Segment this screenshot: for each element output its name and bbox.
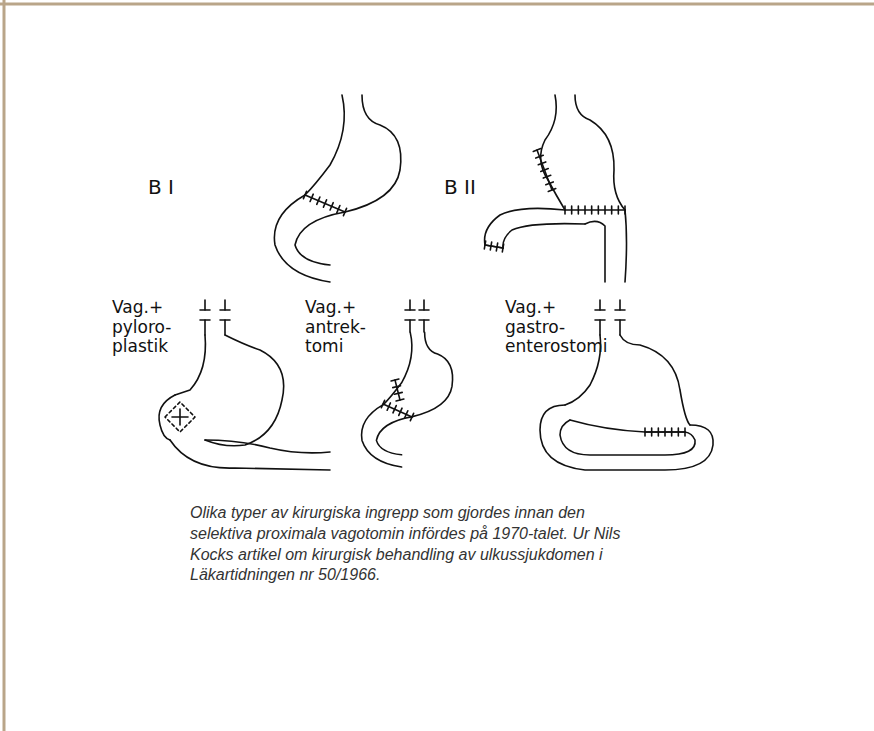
procedure-label: Vag.+ gastro- enterostomi [505, 298, 608, 357]
suture-marks [172, 149, 685, 436]
billroth-two [485, 95, 627, 282]
procedure-label: Vag.+ antrek- tomi [305, 298, 366, 357]
procedure-code: B II [444, 176, 476, 199]
figure-caption: Olika typer av kirurgiska ingrepp som gj… [190, 503, 630, 586]
antrectomy [362, 300, 453, 467]
pyloroplasty [159, 300, 330, 470]
procedure-label: Vag.+ pyloro- plastik [112, 298, 171, 357]
billroth-one [274, 95, 400, 282]
procedure-code: B I [148, 176, 174, 199]
gastroenterostomy [540, 300, 713, 470]
